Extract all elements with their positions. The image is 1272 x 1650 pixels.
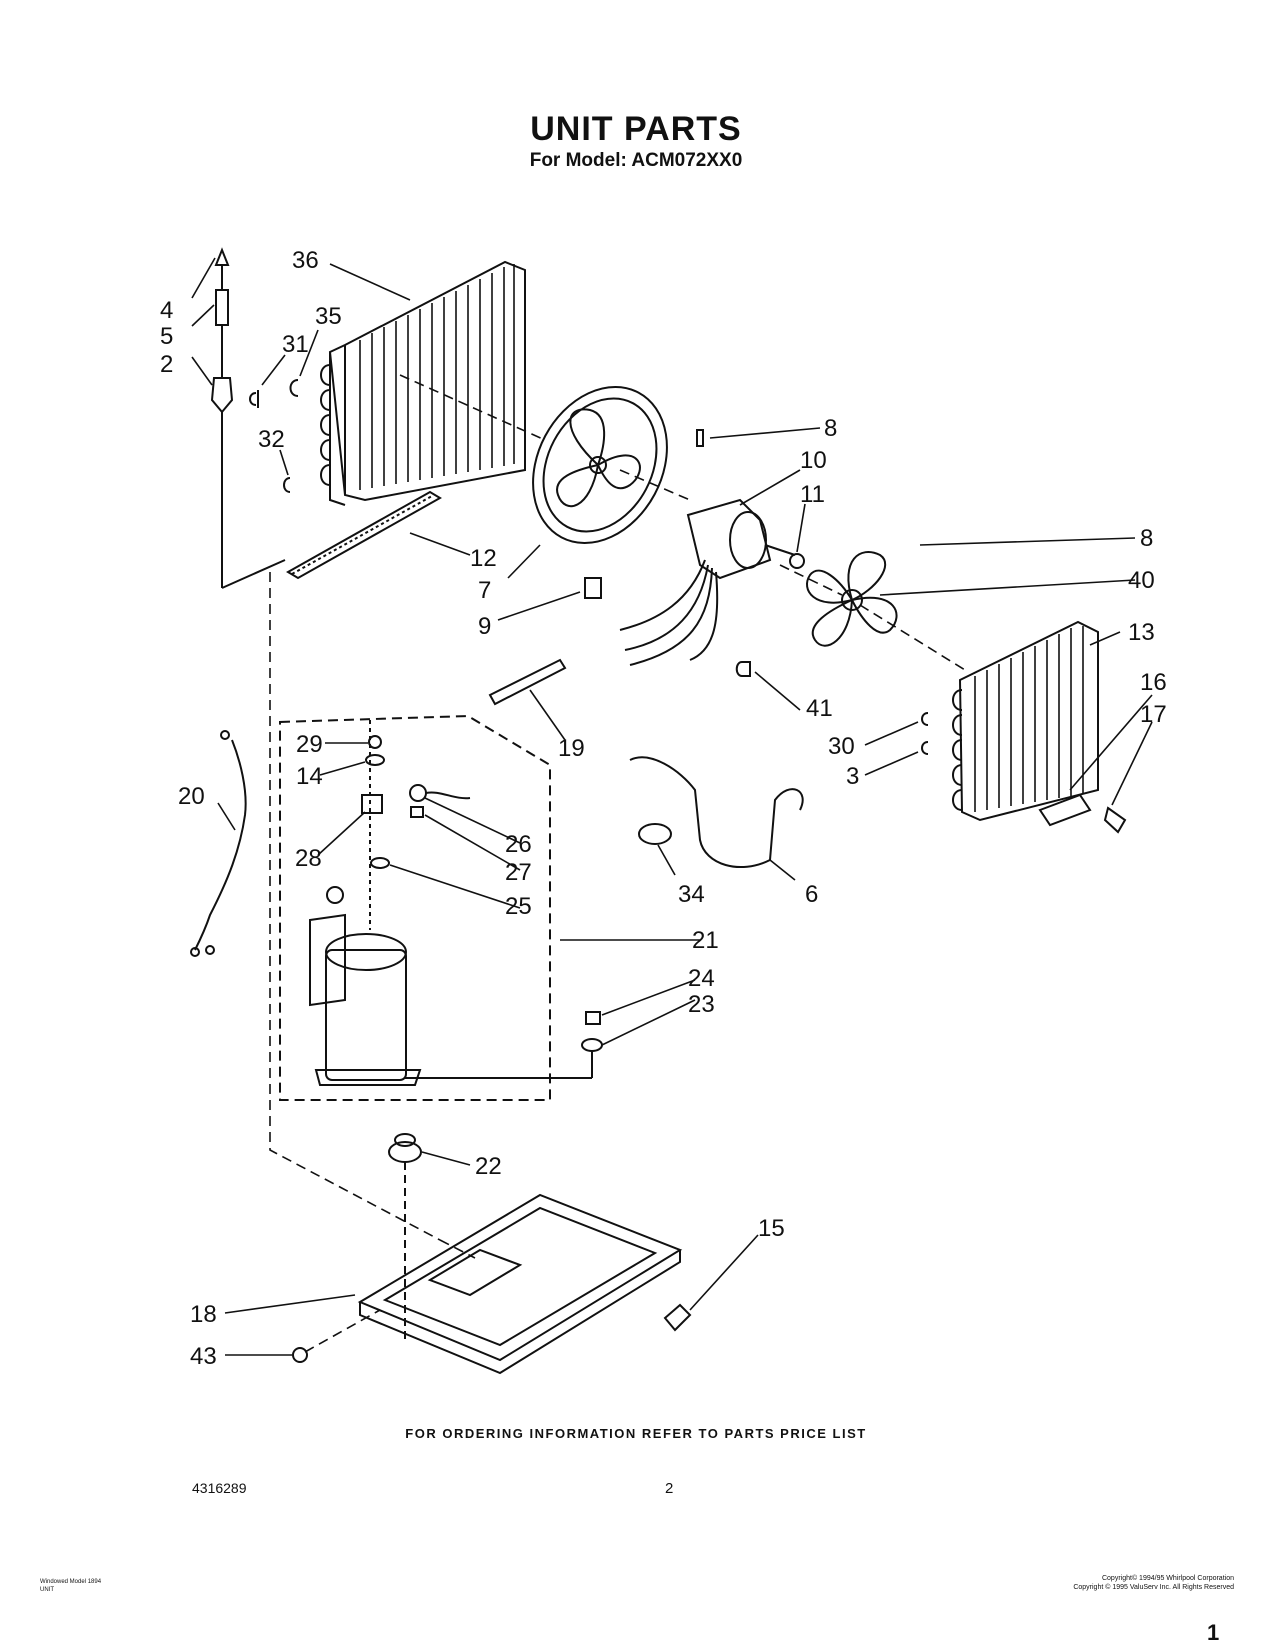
clip-part — [663, 1303, 692, 1332]
callout-34: 34 — [678, 881, 705, 908]
corner-mark: 1 — [1207, 1620, 1220, 1645]
callout-19: 19 — [558, 735, 585, 762]
callout-3: 3 — [846, 763, 859, 790]
grommet-part — [638, 823, 672, 845]
callout-16: 16 — [1140, 669, 1167, 696]
washer-part — [581, 1038, 603, 1052]
callout-15: 15 — [758, 1215, 785, 1242]
copyright-line-2: Copyright © 1995 ValuServ Inc. All Right… — [1073, 1584, 1234, 1591]
nut-part — [368, 735, 382, 749]
wire-part — [425, 791, 471, 800]
page-number: 2 — [665, 1480, 674, 1497]
compressor-part — [309, 720, 422, 1086]
clip-part — [735, 661, 751, 677]
condenser-coil-part — [952, 620, 1099, 822]
overload-part — [361, 794, 383, 814]
small-left-line-1: Windowed Model 1894 — [40, 1579, 102, 1585]
callout-27: 27 — [505, 859, 532, 886]
callout-17: 17 — [1140, 701, 1167, 728]
callout-26: 26 — [505, 831, 532, 858]
evaporator-coil-part — [320, 260, 526, 506]
bracket-part — [1038, 793, 1092, 827]
callout-30: 30 — [828, 733, 855, 760]
copyright-line-1: Copyright© 1994/95 Whirlpool Corporation — [1101, 1575, 1234, 1582]
clip-part — [921, 712, 929, 726]
screw-part — [292, 1347, 308, 1363]
model-subtitle: For Model: ACM072XX0 — [529, 150, 743, 171]
callout-7: 7 — [478, 577, 491, 604]
callout-40: 40 — [1128, 567, 1155, 594]
thermostat-bulb-part — [488, 658, 567, 706]
fan-shroud-part — [532, 385, 668, 545]
callout-31: 31 — [282, 331, 309, 358]
nut-part — [789, 553, 805, 569]
clip-part — [1103, 806, 1127, 834]
small-left-line-2: UNIT — [40, 1587, 54, 1593]
callout-32: 32 — [258, 426, 285, 453]
copyright-notice: Copyright© 1994/95 Whirlpool Corporation… — [974, 1574, 1234, 1592]
callout-10: 10 — [800, 447, 827, 474]
wire-harness-part — [194, 739, 247, 951]
page-title: UNIT PARTS — [530, 110, 742, 148]
grommet-part — [410, 806, 424, 818]
condenser-fan-blade-part — [805, 551, 898, 647]
capillary-tube-part — [210, 247, 286, 589]
callout-2: 2 — [160, 351, 173, 378]
callout-22: 22 — [475, 1153, 502, 1180]
callout-25: 25 — [505, 893, 532, 920]
callout-12: 12 — [470, 545, 497, 572]
callout-13: 13 — [1128, 619, 1155, 646]
clip-part — [370, 857, 390, 869]
ordering-note: FOR ORDERING INFORMATION REFER TO PARTS … — [405, 1426, 867, 1441]
callout-4: 4 — [160, 297, 173, 324]
callout-24: 24 — [688, 965, 715, 992]
fan-motor-part — [619, 498, 796, 666]
callout-8: 8 — [1140, 525, 1153, 552]
grommet-part — [585, 1011, 601, 1025]
drain-tube-part — [286, 490, 442, 580]
callout-21: 21 — [692, 927, 719, 954]
coil-clips — [249, 379, 299, 493]
bracket-part — [584, 577, 602, 599]
callout-35: 35 — [315, 303, 342, 330]
clip-part — [921, 741, 929, 755]
callout-numbers: 36 4 5 2 31 35 32 12 7 9 8 10 11 8 40 13… — [160, 247, 1167, 1370]
callout-11: 11 — [800, 481, 825, 508]
callout-9: 9 — [478, 613, 491, 640]
callout-23: 23 — [688, 991, 715, 1018]
base-pan-part — [357, 1193, 683, 1375]
callout-36: 36 — [292, 247, 319, 274]
callout-41: 41 — [806, 695, 833, 722]
callout-28: 28 — [295, 845, 322, 872]
screw-part — [696, 429, 704, 447]
callout-8: 8 — [824, 415, 837, 442]
tube-part — [629, 756, 804, 869]
callout-29: 29 — [296, 731, 323, 758]
terminal-cover-part — [409, 784, 427, 802]
small-left-note: Windowed Model 1894 UNIT — [40, 1578, 101, 1594]
washer-part — [365, 754, 385, 766]
callout-18: 18 — [190, 1301, 217, 1328]
callout-5: 5 — [160, 323, 173, 350]
callout-14: 14 — [296, 763, 323, 790]
callout-6: 6 — [805, 881, 818, 908]
compressor-assembly-outline — [279, 714, 551, 1101]
callout-43: 43 — [190, 1343, 217, 1370]
callout-20: 20 — [178, 783, 205, 810]
document-number: 4316289 — [192, 1480, 247, 1496]
